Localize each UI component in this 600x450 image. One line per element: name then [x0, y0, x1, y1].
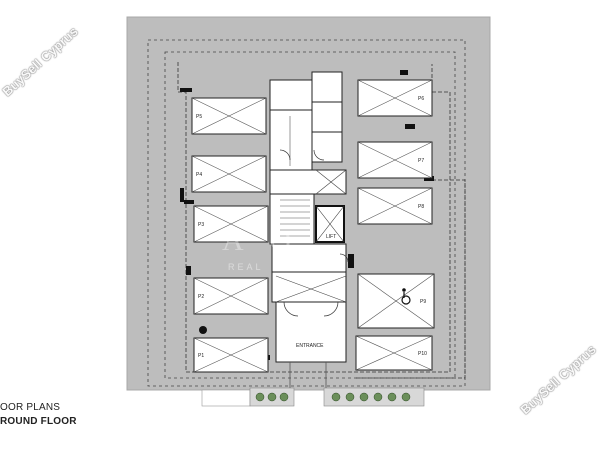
parking-cross-line [357, 273, 435, 329]
circulation-core [269, 71, 347, 363]
parking-cross-line [191, 97, 267, 135]
parking-cross-line [193, 277, 269, 315]
brand-watermark: A O [222, 224, 302, 257]
parking-cross-line [191, 155, 267, 193]
parking-label-p3: P3 [198, 222, 204, 228]
ramp-line [355, 179, 466, 379]
parking-label-p2: P2 [198, 294, 204, 300]
brand-watermark-sub: REAL [228, 262, 264, 272]
shrubs [255, 392, 411, 402]
parking-label-p7: P7 [418, 158, 424, 164]
parking-label-p6: P6 [418, 96, 424, 102]
entrance-label: ENTRANCE [296, 343, 324, 349]
parking-cross-line [357, 187, 433, 225]
door-swings [279, 149, 349, 317]
planter-left-base [201, 389, 251, 407]
lift-label: LIFT [326, 234, 336, 240]
lift-shaft [315, 205, 345, 243]
parking-cross-line [193, 337, 269, 373]
parking-cross-line [193, 205, 269, 243]
parking-label-p10: P10 [418, 351, 427, 357]
parking-label-p5: P5 [196, 114, 202, 120]
plan-title-line2: ROUND FLOOR [0, 416, 77, 427]
parking-label-p9: P9 [420, 299, 426, 305]
parking-label-p1: P1 [198, 353, 204, 359]
parking-cross-line [357, 79, 433, 117]
entrance-path [289, 362, 327, 392]
accessible-parking-icon [401, 288, 411, 305]
lobby-cross [275, 169, 347, 303]
building-outline [177, 62, 451, 373]
parking-label-p8: P8 [418, 204, 424, 210]
setback-line-inner [164, 51, 456, 379]
plan-title-line1: OOR PLANS [0, 402, 61, 413]
parking-cross-line [357, 141, 433, 179]
parking-cross-line [355, 335, 433, 371]
parking-label-p4: P4 [196, 172, 202, 178]
setback-line-outer [147, 39, 466, 387]
